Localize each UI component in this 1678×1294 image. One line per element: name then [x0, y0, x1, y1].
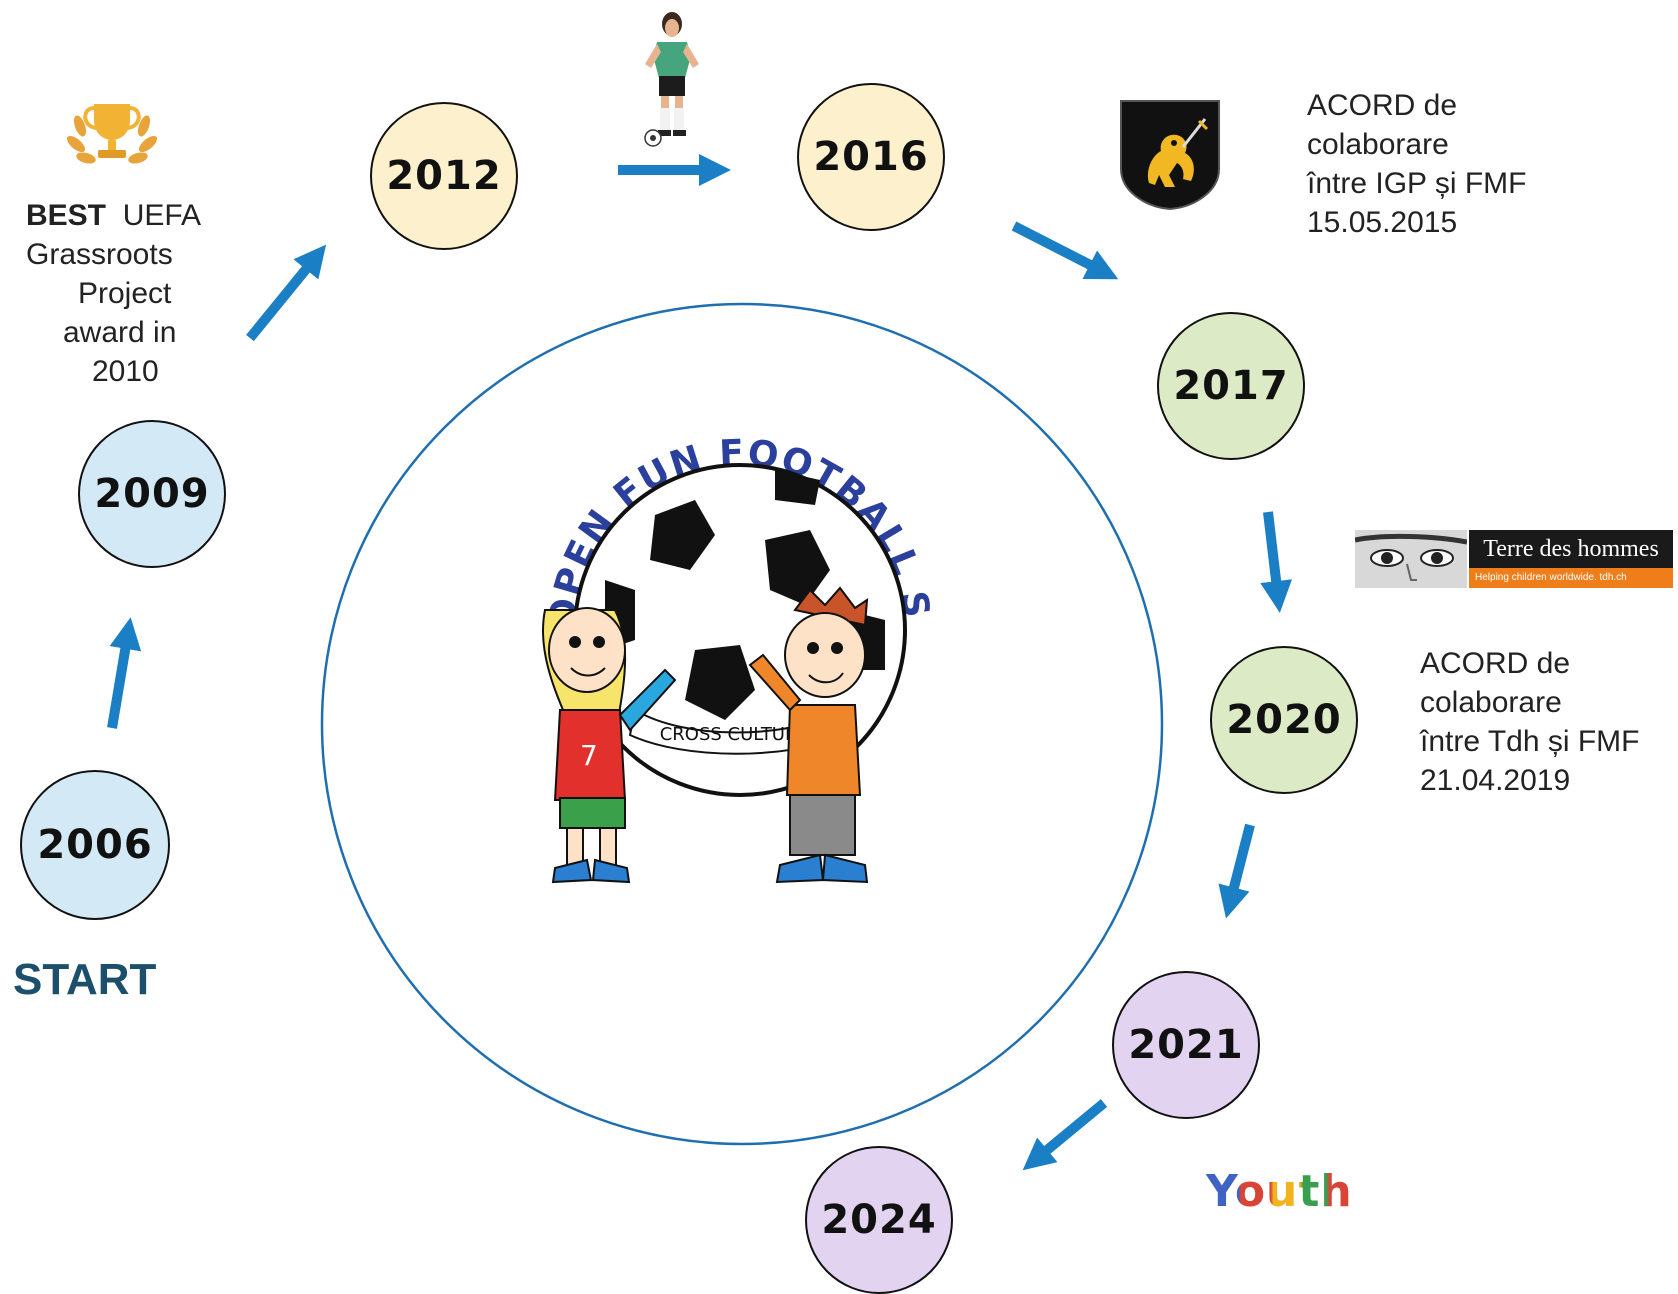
- year-label: 2012: [386, 153, 502, 199]
- award-line3: Project: [78, 277, 172, 310]
- arrow-2009-2012: [246, 244, 327, 342]
- arrow-2021-2024: [1022, 1099, 1108, 1171]
- tdh-tagline: Helping children worldwide. tdh.ch: [1469, 568, 1673, 588]
- year-label: 2016: [813, 134, 929, 180]
- girl-character: 7: [542, 607, 677, 884]
- year-label: 2009: [94, 471, 210, 517]
- year-circle-2012: 2012: [370, 102, 518, 250]
- lion-crest-icon: [1120, 100, 1220, 211]
- tdh-agreement-note: ACORD de colaborare între Tdh și FMF 21.…: [1420, 644, 1640, 800]
- tdh-line2: colaborare: [1420, 686, 1562, 719]
- igp-line2: colaborare: [1307, 128, 1449, 161]
- tdh-line1: ACORD de: [1420, 647, 1571, 680]
- igp-line4: 15.05.2015: [1307, 206, 1458, 239]
- youth-text: Youth: [1206, 1166, 1353, 1217]
- youth-logo: Youth: [1206, 1166, 1353, 1217]
- year-circle-2020: 2020: [1210, 646, 1358, 794]
- shirt-number: 7: [580, 739, 598, 772]
- award-line5: 2010: [92, 355, 159, 388]
- center-circle: [320, 302, 1164, 1146]
- year-circle-2009: 2009: [78, 420, 226, 568]
- year-circle-2016: 2016: [797, 83, 945, 231]
- year-circle-2024: 2024: [805, 1146, 953, 1294]
- year-circle-2017: 2017: [1157, 312, 1305, 460]
- year-label: 2017: [1173, 363, 1289, 409]
- trophy-icon: [66, 104, 158, 164]
- igp-agreement-note: ACORD de colaborare între IGP și FMF 15.…: [1307, 86, 1526, 242]
- year-circle-2021: 2021: [1112, 971, 1260, 1119]
- year-circle-2006: 2006: [20, 770, 170, 920]
- terre-des-hommes-logo: Terre des hommes Helping children worldw…: [1355, 530, 1673, 588]
- year-label: 2006: [37, 822, 153, 868]
- igp-line1: ACORD de: [1307, 89, 1458, 122]
- igp-line3: între IGP și FMF: [1307, 167, 1527, 200]
- tdh-line4: 21.04.2019: [1420, 764, 1571, 797]
- football-player-icon: [644, 12, 699, 147]
- award-line4: award in: [63, 316, 177, 349]
- arrow-2020-2021: [1218, 823, 1255, 919]
- arrow-2017-2020: [1260, 511, 1293, 613]
- award-line1: UEFA: [122, 199, 202, 232]
- award-note: BEST UEFA Grassroots Project award in 20…: [26, 196, 226, 391]
- boy-character: [748, 586, 869, 884]
- tdh-line3: între Tdh și FMF: [1420, 725, 1640, 758]
- open-fun-football-schools-logo: OPEN FUN FOOTBALL SCHOOLS CROSS CULTURES…: [525, 410, 935, 884]
- year-label: 2020: [1226, 697, 1342, 743]
- logo-banner-text: CROSS CULTURES: [660, 724, 821, 745]
- arrow-2006-2009: [107, 617, 142, 729]
- award-line2: Grassroots: [26, 238, 173, 271]
- year-label: 2021: [1128, 1022, 1244, 1068]
- year-label: 2024: [821, 1197, 937, 1243]
- start-label: START: [13, 955, 157, 1004]
- tdh-name: Terre des hommes: [1469, 530, 1673, 568]
- tdh-eyes-image: [1355, 530, 1467, 588]
- arrow-2016-2017: [1011, 221, 1119, 280]
- award-best: BEST: [26, 199, 107, 232]
